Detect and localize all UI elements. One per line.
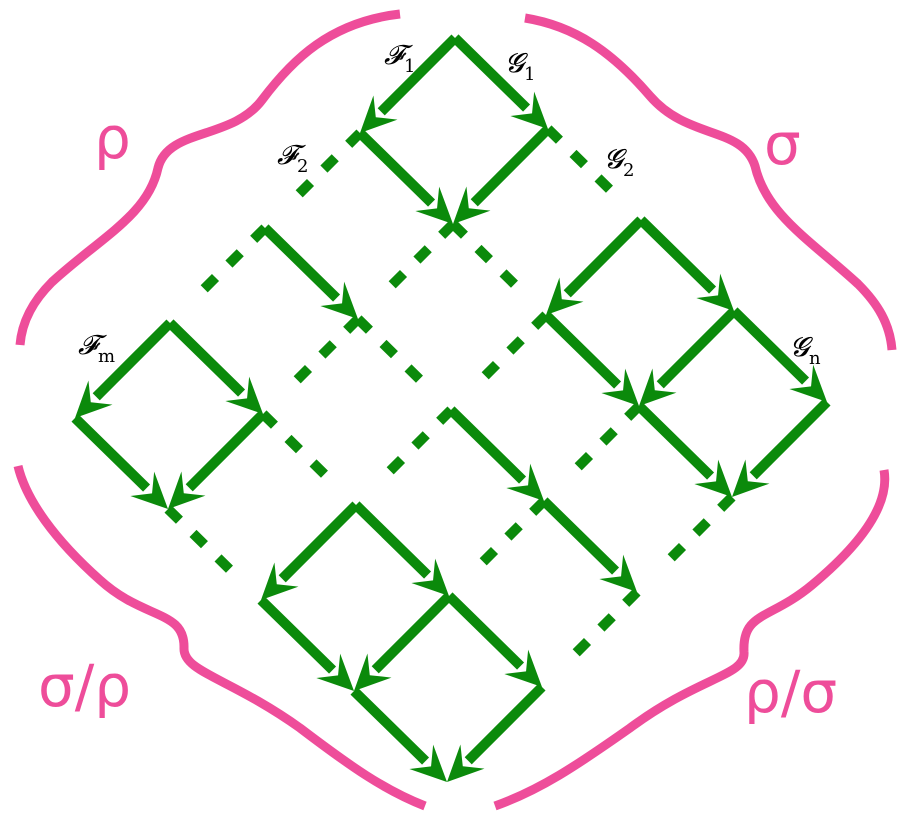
arrow-right-3-2-arrowhead xyxy=(411,558,449,596)
region-label-bottom-left: σ/ρ xyxy=(38,652,131,720)
arrow-right-1-2-arrowhead xyxy=(601,368,639,406)
arrow-left-0-2-arrowhead xyxy=(546,277,584,315)
arrow-left-0-1-arrowhead xyxy=(453,186,491,224)
arrow-right-3-1-line xyxy=(259,410,339,488)
arrow-right-4-3-line xyxy=(350,687,430,765)
arrow-left-3-0-line xyxy=(92,319,174,401)
arrow-left-2-2-line xyxy=(373,406,455,488)
arrow-left-0-4-line xyxy=(749,398,831,480)
arrow-right-3-0-line xyxy=(166,319,246,397)
arrow-right-3-3-line xyxy=(445,592,525,670)
arrow-right-2-3-arrowhead xyxy=(599,554,637,592)
arrow-left-0-2-line xyxy=(563,216,645,298)
arrow-right-2-0-arrowhead xyxy=(320,281,358,319)
brace-bottom-right xyxy=(493,469,890,811)
map-label-Fm: 𝓕m xyxy=(78,330,115,367)
arrow-left-0-4-arrowhead xyxy=(732,459,770,497)
arrow-left-2-0-line xyxy=(187,224,269,306)
arrow-left-0-1-line xyxy=(470,125,552,207)
arrow-right-3-0-arrowhead xyxy=(225,376,263,414)
arrow-right-4-2-arrowhead xyxy=(316,653,354,691)
arrow-right-1-1-line xyxy=(449,220,529,298)
arrow-left-2-3-line xyxy=(466,497,548,579)
arrow-left-1-3-line xyxy=(561,402,643,484)
arrow-right-4-3-arrowhead xyxy=(409,744,447,782)
arrow-right-0-0-line xyxy=(451,34,531,112)
arrow-right-2-2-arrowhead xyxy=(506,463,544,501)
arrow-left-0-3-arrowhead xyxy=(639,368,677,406)
arrow-right-1-0-line xyxy=(356,129,436,207)
arrow-left-3-2-line xyxy=(278,501,360,583)
arrow-left-2-4-line xyxy=(559,588,641,670)
arrow-right-4-0-arrowhead xyxy=(130,471,168,509)
arrow-left-1-2-line xyxy=(468,311,550,393)
arrow-right-2-1-line xyxy=(354,315,434,393)
brace-top-right xyxy=(524,13,897,351)
map-label-G1: 𝓖1 xyxy=(505,48,535,85)
arrow-right-4-1-line xyxy=(164,505,244,583)
map-label-F2: 𝓕2 xyxy=(277,140,308,177)
arrow-left-3-3-line xyxy=(371,592,453,674)
arrow-left-1-1-line xyxy=(375,220,457,302)
lattice-edges xyxy=(71,34,831,782)
arrow-left-3-0-arrowhead xyxy=(75,380,113,418)
arrow-right-1-3-arrowhead xyxy=(694,459,732,497)
arrow-left-3-1-arrowhead xyxy=(168,471,206,509)
arrow-left-3-3-arrowhead xyxy=(354,653,392,691)
arrow-right-2-3-line xyxy=(540,497,620,575)
arrow-right-0-1-line xyxy=(544,125,624,203)
arrow-right-4-2-line xyxy=(257,596,337,674)
arrow-left-3-4-line xyxy=(464,683,546,765)
arrow-left-0-0-line xyxy=(377,34,459,116)
arrow-right-0-3-arrowhead xyxy=(789,364,827,402)
arrow-left-3-2-arrowhead xyxy=(261,562,299,600)
region-label-bottom-right: ρ/σ xyxy=(744,658,837,726)
arrow-left-0-0-arrowhead xyxy=(360,95,398,133)
arrow-left-3-1-line xyxy=(185,410,267,492)
arrow-right-0-0-arrowhead xyxy=(510,91,548,129)
arrow-left-0-3-line xyxy=(656,307,738,389)
arrow-right-0-2-arrowhead xyxy=(696,273,734,311)
map-label-G2: 𝓖2 xyxy=(604,144,634,181)
map-label-F1: 𝓕1 xyxy=(384,40,415,77)
arrow-right-0-3-line xyxy=(730,307,810,385)
brace-top-left xyxy=(15,9,401,346)
arrow-left-3-4-arrowhead xyxy=(447,744,485,782)
arrow-left-2-1-line xyxy=(280,315,362,397)
arrow-right-1-0-arrowhead xyxy=(415,186,453,224)
brace-bottom-left xyxy=(13,464,427,811)
arrow-right-4-0-line xyxy=(71,414,151,492)
arrow-right-1-3-line xyxy=(635,402,715,480)
region-label-top-right: σ xyxy=(764,110,801,178)
arrow-right-2-2-line xyxy=(447,406,527,484)
arrow-right-1-2-line xyxy=(542,311,622,389)
arrow-right-0-2-line xyxy=(637,216,717,294)
region-label-top-left: ρ xyxy=(94,104,131,172)
arrow-left-1-4-line xyxy=(654,493,736,575)
arrow-right-3-2-line xyxy=(352,501,432,579)
arrow-right-2-0-line xyxy=(261,224,341,302)
arrow-right-3-3-arrowhead xyxy=(504,649,542,687)
